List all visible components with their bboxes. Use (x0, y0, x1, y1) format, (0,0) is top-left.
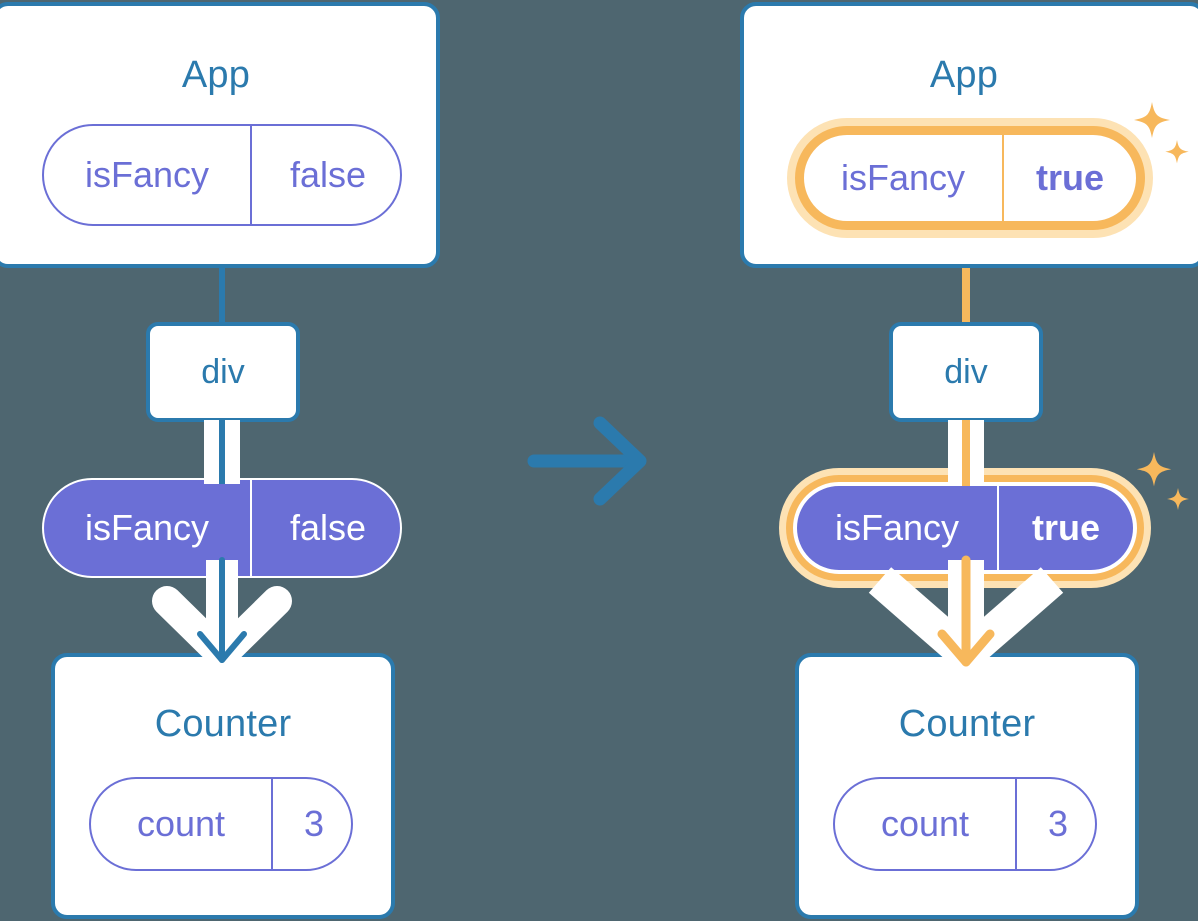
left-div-label: div (201, 352, 245, 391)
right-counter-title: Counter (898, 703, 1036, 745)
right-div-label: div (944, 352, 988, 391)
right-counter-state-name: count (880, 803, 970, 844)
left-line-div-to-prop (219, 420, 225, 484)
left-counter-state-value: 3 (271, 779, 351, 869)
left-app-state-value: false (250, 126, 400, 224)
left-line-app-to-div (219, 215, 225, 330)
right-div-node: div (889, 322, 1043, 422)
left-prop-name: isFancy (84, 507, 210, 548)
left-counter-state-pill: count 3 (89, 777, 353, 871)
right-counter-state-pill: count 3 (833, 777, 1097, 871)
right-arrow-to-counter (937, 555, 995, 667)
left-prop-value: false (250, 480, 400, 576)
right-line-app-to-div (962, 215, 970, 332)
transition-arrow-icon (527, 416, 647, 506)
left-app-state-pill: isFancy false (42, 124, 402, 226)
right-app-state-value: true (1002, 135, 1136, 221)
left-counter-title: Counter (154, 703, 292, 745)
left-app-title: App (181, 54, 251, 96)
left-app-state-name: isFancy (84, 154, 210, 195)
right-prop-value: true (997, 486, 1133, 570)
left-counter-state-name: count (136, 803, 226, 844)
right-app-state-pill: isFancy true (795, 126, 1145, 230)
right-prop-name: isFancy (834, 507, 960, 548)
right-app-title: App (929, 54, 999, 96)
left-arrow-to-counter (197, 557, 247, 663)
right-app-state-name: isFancy (840, 157, 966, 198)
right-counter-state-value: 3 (1015, 779, 1095, 869)
right-line-div-to-prop (962, 420, 970, 486)
